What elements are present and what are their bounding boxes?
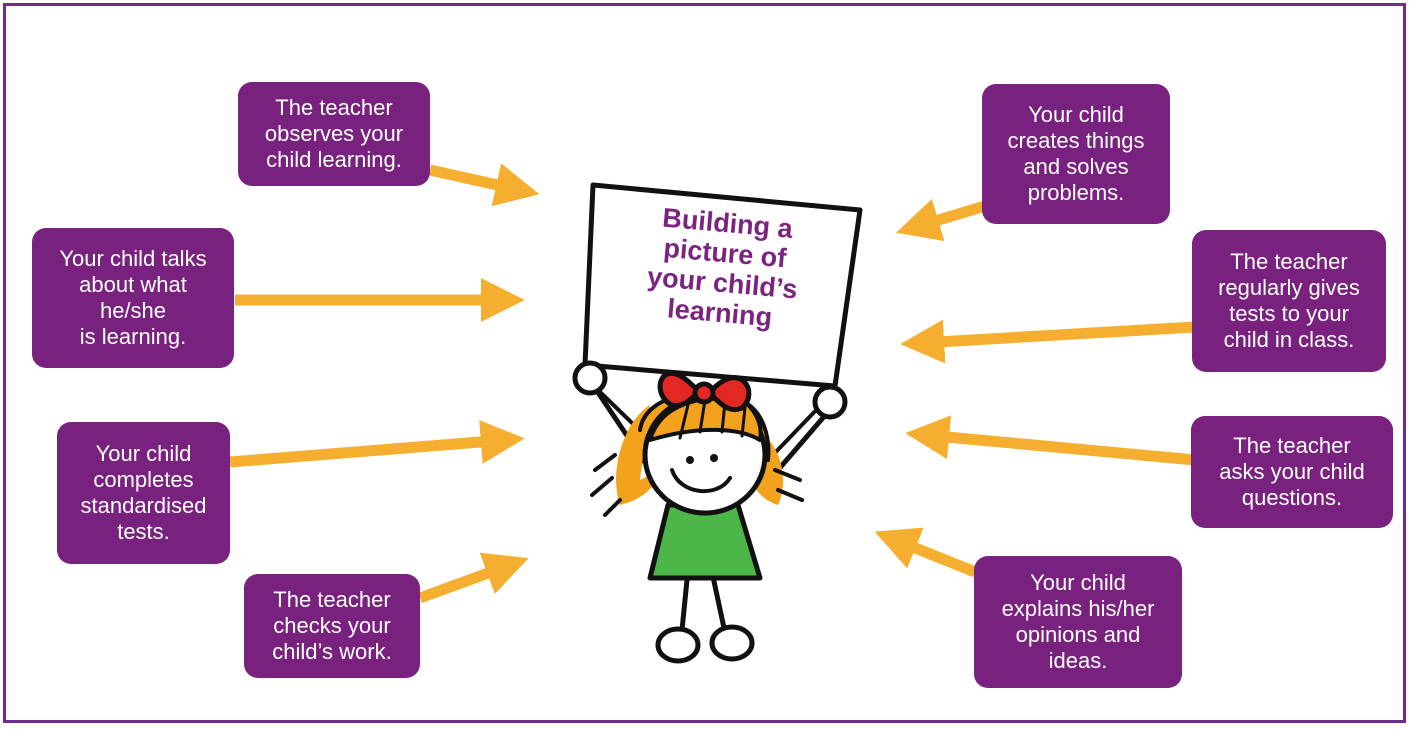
- box-teacher-questions: The teacher asks your child questions.: [1191, 416, 1393, 528]
- girl-illustration: [572, 360, 848, 664]
- box-teacher-checks: The teacher checks your child’s work.: [244, 574, 420, 678]
- box-teacher-observes: The teacher observes your child learning…: [238, 82, 430, 186]
- arrow-creates: [896, 198, 987, 242]
- arrow-checks: [418, 552, 529, 604]
- arrow-tests: [900, 319, 1196, 364]
- arrow-questions: [905, 415, 1196, 466]
- arrow-observes: [428, 163, 540, 207]
- sign-title: Building a picture of your child’s learn…: [646, 203, 799, 333]
- box-child-explains: Your child explains his/her opinions and…: [974, 556, 1182, 688]
- box-teacher-tests: The teacher regularly gives tests to you…: [1192, 230, 1386, 372]
- box-child-talks: Your child talks about what he/she is le…: [32, 228, 234, 368]
- box-child-creates: Your child creates things and solves pro…: [982, 84, 1170, 224]
- box-child-standardised: Your child completes standardised tests.: [57, 422, 230, 564]
- arrow-explains: [874, 527, 978, 578]
- arrow-standardised: [229, 419, 525, 468]
